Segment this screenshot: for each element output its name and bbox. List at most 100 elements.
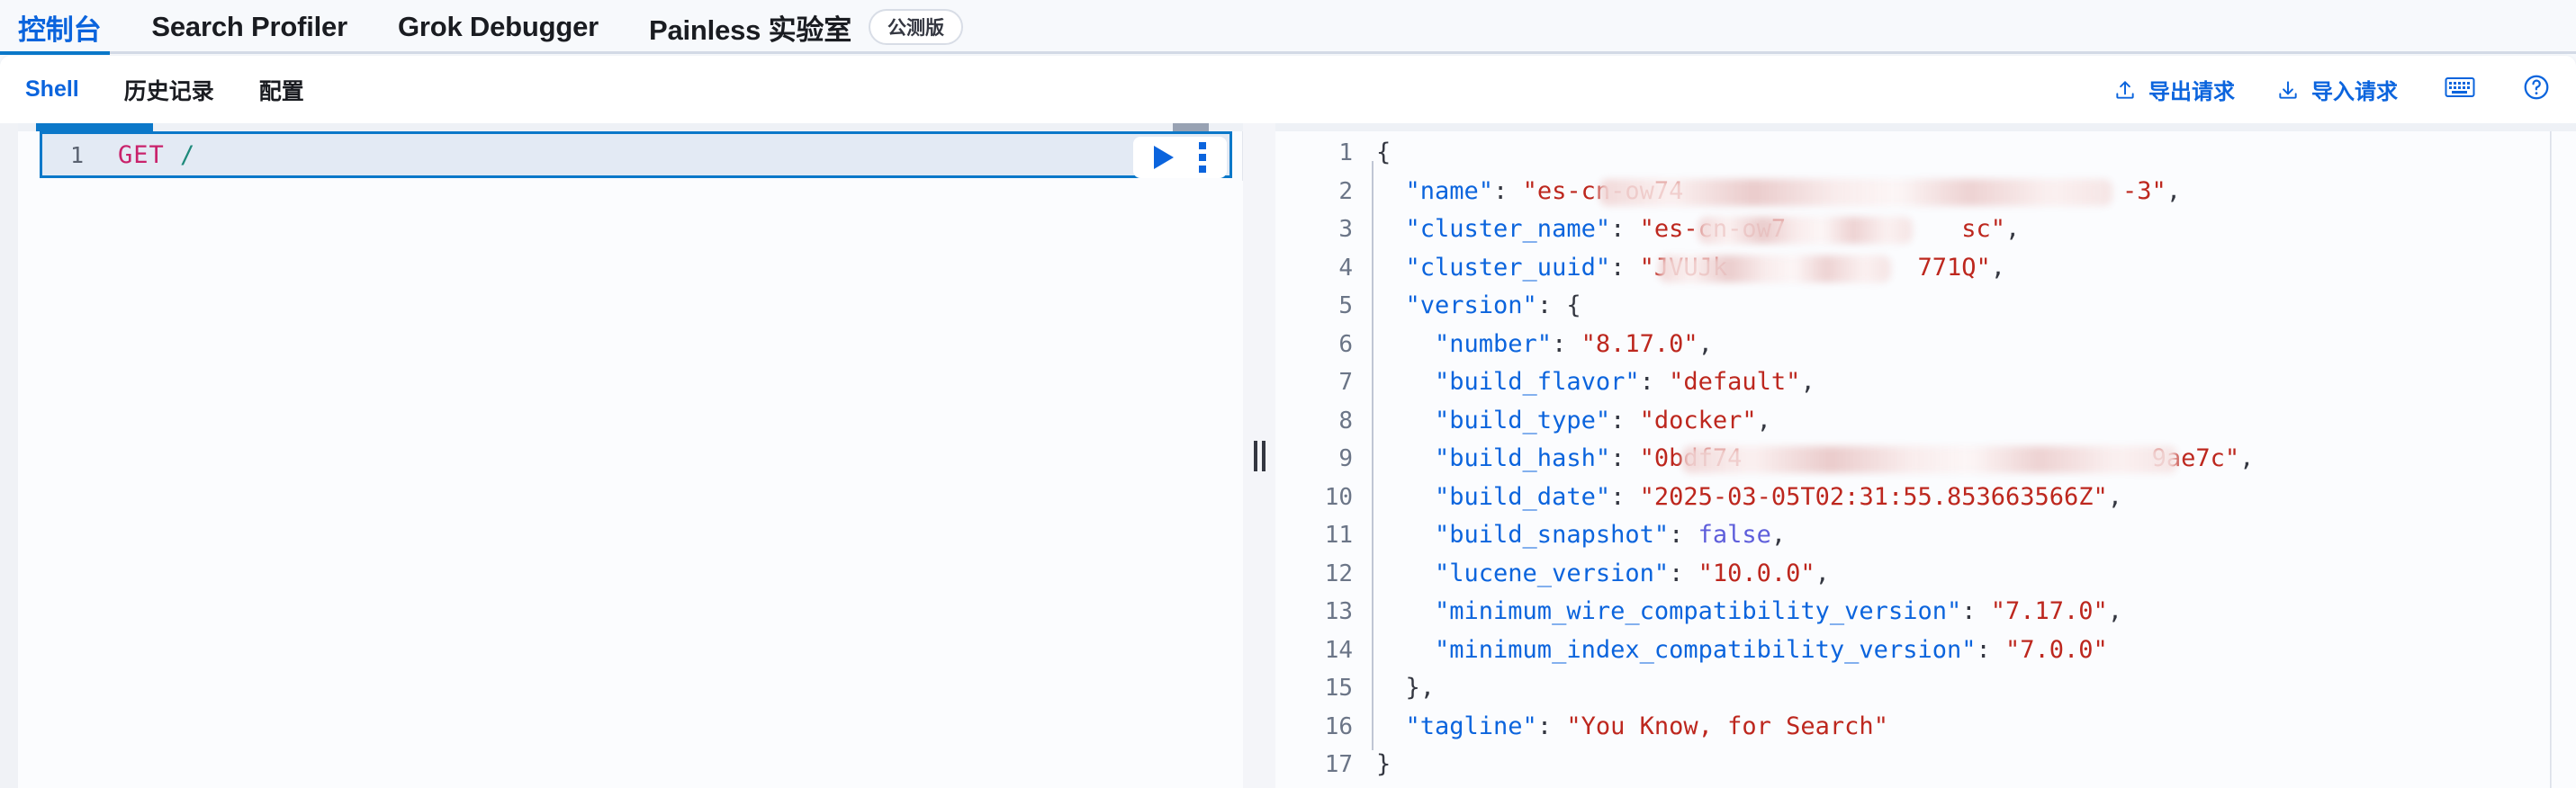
response-line: 4 "cluster_uuid": "JVUJk 771Q", bbox=[1275, 249, 2576, 288]
response-line-text: "cluster_uuid": "JVUJk 771Q", bbox=[1376, 253, 2006, 282]
response-line-text: }, bbox=[1376, 674, 1436, 702]
response-line-number: 11 bbox=[1324, 522, 1353, 549]
console-sub-tabs: Shell 历史记录 配置 bbox=[25, 56, 349, 123]
response-line: 16 "tagline": "You Know, for Search" bbox=[1275, 708, 2576, 747]
response-line-number: 5 bbox=[1338, 292, 1353, 319]
nav-tab-painless-lab[interactable]: Painless 实验室 公测版 bbox=[649, 0, 964, 54]
response-horizontal-scrollbar[interactable] bbox=[1275, 123, 2576, 131]
response-line: 11 "build_snapshot": false, bbox=[1275, 516, 2576, 555]
response-line-number: 4 bbox=[1338, 254, 1353, 282]
response-line-text: "build_hash": "0bdf74 9ae7c", bbox=[1376, 444, 2255, 472]
response-line-text: "build_snapshot": false, bbox=[1376, 521, 1787, 549]
nav-tab-search-profiler-label: Search Profiler bbox=[151, 11, 347, 42]
console-toolbar: Shell 历史记录 配置 导出请求 bbox=[0, 56, 2576, 123]
response-line: 13 "minimum_wire_compatibility_version":… bbox=[1275, 593, 2576, 631]
request-actions-pill bbox=[1133, 137, 1227, 178]
response-line-number: 13 bbox=[1324, 598, 1353, 625]
import-requests-button[interactable]: 导入请求 bbox=[2276, 74, 2398, 105]
play-icon[interactable] bbox=[1154, 146, 1174, 169]
console-panes: 1 GET / 1{2 "name": "es-cn-ow74 -3",3 "c… bbox=[0, 123, 2576, 788]
response-line-text: "version": { bbox=[1376, 291, 1581, 319]
response-line: 10 "build_date": "2025-03-05T02:31:55.85… bbox=[1275, 479, 2576, 517]
tab-history-label: 历史记录 bbox=[123, 78, 214, 104]
editor-canvas[interactable] bbox=[18, 181, 1243, 788]
export-requests-label: 导出请求 bbox=[2148, 80, 2235, 104]
response-line: 12 "lucene_version": "10.0.0", bbox=[1275, 555, 2576, 594]
response-line-text: "build_date": "2025-03-05T02:31:55.85366… bbox=[1376, 482, 2123, 511]
response-line-number: 3 bbox=[1338, 216, 1353, 243]
http-method: GET bbox=[118, 140, 165, 169]
console-toolbar-actions: 导出请求 导入请求 bbox=[2072, 56, 2551, 123]
nav-tab-grok-debugger-label: Grok Debugger bbox=[397, 11, 599, 42]
nav-tab-search-profiler[interactable]: Search Profiler bbox=[151, 0, 347, 54]
keyboard-shortcuts-button[interactable] bbox=[2445, 76, 2475, 103]
response-line-text: { bbox=[1376, 139, 1392, 166]
editor-scrollbar-thumb[interactable] bbox=[36, 123, 153, 131]
nav-tab-console-label: 控制台 bbox=[18, 13, 102, 46]
nav-tab-console[interactable]: 控制台 bbox=[18, 0, 102, 54]
response-line: 3 "cluster_name": "es-cn-ow7 sc", bbox=[1275, 210, 2576, 249]
console-panel: Shell 历史记录 配置 导出请求 bbox=[0, 56, 2576, 788]
import-requests-label: 导入请求 bbox=[2311, 80, 2398, 104]
help-circle-icon bbox=[2522, 73, 2551, 106]
request-editor-pane: 1 GET / bbox=[0, 123, 1243, 788]
keyboard-icon bbox=[2445, 76, 2475, 103]
response-pane: 1{2 "name": "es-cn-ow74 -3",3 "cluster_n… bbox=[1275, 123, 2576, 788]
response-line-text: "minimum_index_compatibility_version": "… bbox=[1376, 635, 2108, 664]
resize-grip-icon bbox=[1253, 440, 1265, 471]
response-line-number: 6 bbox=[1338, 330, 1353, 358]
pane-resize-handle[interactable] bbox=[1243, 123, 1275, 788]
response-line-number: 2 bbox=[1338, 177, 1353, 205]
response-line-text: "name": "es-cn-ow74 -3", bbox=[1376, 176, 2182, 205]
help-button[interactable] bbox=[2522, 73, 2551, 106]
response-line-text: } bbox=[1376, 750, 1392, 778]
response-line: 1{ bbox=[1275, 134, 2576, 173]
nav-active-indicator bbox=[0, 51, 110, 55]
tab-config-label: 配置 bbox=[258, 78, 304, 104]
editor-horizontal-scrollbar[interactable] bbox=[18, 123, 1243, 131]
tab-config[interactable]: 配置 bbox=[259, 74, 304, 106]
response-line: 15 }, bbox=[1275, 669, 2576, 708]
kebab-menu-icon[interactable] bbox=[1199, 142, 1206, 173]
response-line-number: 9 bbox=[1338, 445, 1353, 472]
response-line-text: "number": "8.17.0", bbox=[1376, 329, 1713, 358]
response-line: 2 "name": "es-cn-ow74 -3", bbox=[1275, 173, 2576, 211]
response-line-number: 16 bbox=[1324, 712, 1353, 740]
response-line: 7 "build_flavor": "default", bbox=[1275, 363, 2576, 402]
response-line: 17} bbox=[1275, 746, 2576, 784]
response-line: 6 "number": "8.17.0", bbox=[1275, 326, 2576, 364]
response-line: 9 "build_hash": "0bdf74 9ae7c", bbox=[1275, 440, 2576, 479]
tab-shell[interactable]: Shell bbox=[25, 76, 79, 103]
editor-scrollbar-thumb-secondary[interactable] bbox=[1173, 123, 1209, 131]
request-line-row[interactable]: 1 GET / bbox=[40, 131, 1232, 178]
response-line-number: 1 bbox=[1338, 139, 1353, 166]
response-line-number: 10 bbox=[1324, 483, 1353, 511]
export-requests-button[interactable]: 导出请求 bbox=[2113, 74, 2235, 105]
request-path: / bbox=[180, 140, 196, 169]
upload-icon bbox=[2113, 78, 2137, 102]
response-line: 14 "minimum_index_compatibility_version"… bbox=[1275, 631, 2576, 670]
download-icon bbox=[2276, 78, 2300, 102]
top-navigation-bar: 控制台 Search Profiler Grok Debugger Painle… bbox=[0, 0, 2576, 54]
editor-left-strip bbox=[0, 123, 18, 788]
indent-guide bbox=[1372, 161, 1374, 750]
response-json-viewer[interactable]: 1{2 "name": "es-cn-ow74 -3",3 "cluster_n… bbox=[1275, 134, 2576, 788]
response-edge-border bbox=[2550, 131, 2551, 788]
response-line-text: "cluster_name": "es-cn-ow7 sc", bbox=[1376, 215, 2021, 243]
response-line-text: "build_type": "docker", bbox=[1376, 406, 1771, 434]
beta-badge: 公测版 bbox=[869, 9, 964, 45]
tab-history[interactable]: 历史记录 bbox=[124, 74, 214, 106]
nav-tab-grok-debugger[interactable]: Grok Debugger bbox=[398, 0, 599, 54]
nav-separator bbox=[0, 51, 2576, 54]
response-vertical-scrollbar[interactable] bbox=[2551, 131, 2576, 788]
response-line: 8 "build_type": "docker", bbox=[1275, 402, 2576, 441]
response-line-number: 14 bbox=[1324, 636, 1353, 664]
response-line-number: 8 bbox=[1338, 407, 1353, 434]
response-line-number: 12 bbox=[1324, 560, 1353, 587]
response-line-number: 15 bbox=[1324, 675, 1353, 702]
request-code: GET / bbox=[118, 141, 195, 169]
response-line-number: 17 bbox=[1324, 751, 1353, 778]
nav-tab-painless-lab-label: Painless 实验室 bbox=[649, 13, 852, 46]
response-line-text: "lucene_version": "10.0.0", bbox=[1376, 559, 1830, 587]
response-line: 5 "version": { bbox=[1275, 287, 2576, 326]
